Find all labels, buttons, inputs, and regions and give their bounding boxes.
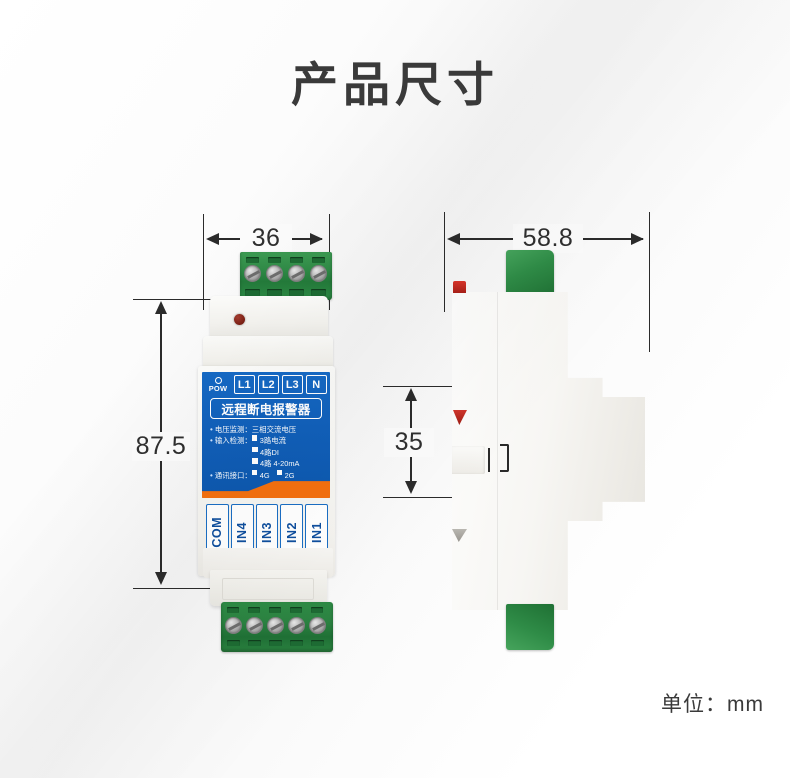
red-release-tab-top bbox=[453, 281, 466, 293]
terminal-screw bbox=[266, 265, 283, 282]
top-terminal-label-row: POW L1 L2 L3 N bbox=[205, 375, 327, 394]
terminal-screw bbox=[267, 617, 284, 634]
side-depth-ext-bottom bbox=[383, 497, 473, 499]
led-circle-icon bbox=[214, 376, 222, 384]
bottom-terminal-label-row: COM IN4 IN3 IN2 IN1 bbox=[206, 504, 328, 560]
side-width-ext-right bbox=[649, 212, 651, 352]
side-view-device bbox=[440, 250, 655, 650]
spec-row-input-3: 4路 4-20mA bbox=[210, 458, 328, 469]
terminal-screw bbox=[288, 265, 305, 282]
din-clip-slot-narrow bbox=[488, 448, 490, 472]
side-depth-arrow-down bbox=[405, 481, 417, 494]
terminal-label-l3: L3 bbox=[281, 375, 303, 394]
front-height-arrow-up bbox=[155, 301, 167, 314]
spec-label-voltage: 电压监测： bbox=[214, 425, 252, 434]
terminal-screw bbox=[288, 617, 305, 634]
front-height-ext-top bbox=[133, 299, 253, 301]
bottom-terminal-block bbox=[221, 602, 333, 652]
side-width-label: 58.8 bbox=[513, 224, 583, 253]
spec-row-input: • 输入检测： 3路电流 bbox=[210, 435, 328, 446]
side-housing-seam bbox=[497, 292, 499, 610]
spec-value-input-1: 3路电流 bbox=[259, 436, 287, 446]
page-title: 产品尺寸 bbox=[291, 58, 499, 111]
bullet-icon: • bbox=[210, 470, 213, 480]
top-terminal-block bbox=[240, 252, 332, 300]
checkbox-icon bbox=[251, 435, 258, 441]
terminal-screw bbox=[246, 617, 263, 634]
terminal-screw bbox=[309, 617, 326, 634]
side-depth-arrow-up bbox=[405, 388, 417, 401]
checkbox-icon bbox=[276, 469, 283, 476]
orange-stripe bbox=[202, 481, 330, 498]
housing-foot-inset bbox=[222, 578, 314, 600]
spec-label-comm: 通讯接口： bbox=[214, 470, 252, 480]
specification-list: • 电压监测： 三相交流电压 • 输入检测： 3路电流 4路DI 4路 4-20… bbox=[210, 424, 328, 481]
terminal-label-l2: L2 bbox=[257, 375, 279, 394]
pow-indicator-label: POW bbox=[205, 375, 231, 394]
terminal-label-l1: L1 bbox=[233, 375, 255, 394]
side-width-arrow-left bbox=[447, 233, 460, 245]
spec-value-input-2: 4路DI bbox=[260, 447, 279, 457]
din-clip-slot-wide bbox=[500, 444, 509, 472]
side-connector-bottom bbox=[506, 604, 554, 650]
front-view-device: POW L1 L2 L3 N 远程断电报警器 • 电压监测： 三相交流电压 • … bbox=[196, 252, 336, 652]
side-connector-top bbox=[506, 250, 554, 296]
front-height-arrow-down bbox=[155, 572, 167, 585]
front-width-ext-left bbox=[203, 214, 205, 310]
side-depth-ext-top bbox=[383, 386, 473, 388]
spec-row-voltage: • 电压监测： 三相交流电压 bbox=[210, 424, 328, 435]
pow-text: POW bbox=[208, 383, 228, 393]
front-width-label: 36 bbox=[240, 224, 292, 253]
spec-row-input-2: 4路DI bbox=[210, 446, 328, 458]
checkbox-icon bbox=[252, 458, 258, 464]
housing-foot bbox=[210, 570, 327, 606]
terminal-screw bbox=[310, 265, 327, 282]
front-width-arrow-right bbox=[310, 233, 323, 245]
product-label-panel: POW L1 L2 L3 N 远程断电报警器 • 电压监测： 三相交流电压 • … bbox=[202, 372, 330, 498]
product-name-badge: 远程断电报警器 bbox=[210, 398, 322, 419]
front-height-ext-bottom bbox=[133, 588, 253, 590]
power-led-indicator bbox=[234, 314, 245, 325]
side-depth-label: 35 bbox=[384, 428, 434, 457]
front-width-arrow-left bbox=[206, 233, 219, 245]
bullet-icon: • bbox=[210, 436, 213, 446]
checkbox-icon bbox=[252, 446, 258, 453]
checkbox-icon bbox=[251, 469, 258, 476]
terminal-label-n: N bbox=[305, 375, 327, 394]
terminal-screw bbox=[244, 265, 261, 282]
side-width-ext-left bbox=[444, 212, 446, 312]
side-width-arrow-right bbox=[631, 233, 644, 245]
spec-label-input: 输入检测： bbox=[214, 436, 252, 446]
spec-value-input-3: 4路 4-20mA bbox=[260, 459, 300, 469]
spec-value-comm-2: 2G bbox=[284, 470, 295, 480]
spec-value-voltage: 三相交流电压 bbox=[251, 425, 297, 434]
bullet-icon: • bbox=[210, 425, 213, 434]
spec-value-comm-1: 4G bbox=[259, 470, 270, 480]
din-rail-notch bbox=[452, 446, 485, 474]
front-height-label: 87.5 bbox=[132, 432, 190, 461]
terminal-screw bbox=[225, 617, 242, 634]
housing-tier-top bbox=[210, 296, 328, 342]
unit-note: 单位：mm bbox=[661, 693, 764, 716]
spec-row-comm: • 通讯接口： 4G 2G bbox=[210, 469, 328, 481]
